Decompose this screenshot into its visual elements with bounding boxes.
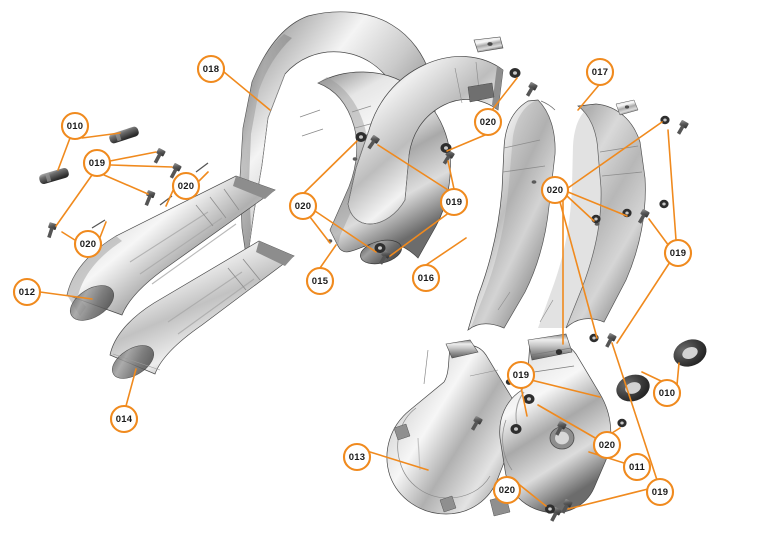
callout-circle[interactable]	[171, 171, 201, 201]
callout-015[interactable]: 015	[305, 266, 335, 296]
callout-label: 020	[178, 181, 194, 192]
callout-bubbles[interactable]: 010 019 020 020 012 014 018 020 015 016 020 019 017 0…	[12, 54, 693, 507]
callout-010[interactable]: 010	[652, 378, 682, 408]
callout-018[interactable]: 018	[196, 54, 226, 84]
callout-circle[interactable]	[82, 148, 112, 178]
callout-label: 020	[295, 201, 311, 212]
callout-label: 020	[599, 440, 615, 451]
callout-010[interactable]: 010	[60, 111, 90, 141]
callout-label: 017	[592, 67, 608, 78]
callout-label: 014	[116, 414, 133, 425]
callout-label: 010	[659, 388, 675, 399]
part-016-heat-shield-center[interactable]	[467, 99, 556, 331]
callout-circle[interactable]	[622, 452, 652, 482]
callout-label: 016	[418, 273, 434, 284]
callout-circle[interactable]	[492, 475, 522, 505]
callout-circle[interactable]	[12, 277, 42, 307]
callout-014[interactable]: 014	[109, 404, 139, 434]
callout-circle[interactable]	[592, 430, 622, 460]
callout-label: 020	[547, 185, 563, 196]
part-013-exhaust-manifold-left[interactable]	[386, 339, 519, 515]
part-012-heat-shield-upper-left[interactable]	[64, 175, 276, 328]
callout-label: 012	[19, 287, 35, 298]
callout-circle[interactable]	[288, 191, 318, 221]
callout-circle[interactable]	[196, 54, 226, 84]
callout-label: 019	[89, 158, 105, 169]
callout-020[interactable]: 020	[592, 430, 622, 460]
part-elbow-duct-main	[347, 56, 504, 225]
callout-label: 019	[670, 248, 686, 259]
part-014-heat-shield-lower-left[interactable]	[107, 240, 295, 385]
callout-label: 019	[446, 197, 462, 208]
callout-label: 015	[312, 276, 329, 287]
callout-label: 020	[480, 117, 496, 128]
callout-circle[interactable]	[652, 378, 682, 408]
callout-circle[interactable]	[342, 442, 372, 472]
callout-circle[interactable]	[411, 263, 441, 293]
callout-circle[interactable]	[540, 175, 570, 205]
callout-label: 010	[67, 121, 83, 132]
callout-020[interactable]: 020	[473, 107, 503, 137]
callout-label: 011	[629, 462, 645, 473]
callout-label: 018	[203, 64, 219, 75]
callout-circle[interactable]	[473, 107, 503, 137]
callout-011[interactable]: 011	[622, 452, 652, 482]
callout-020[interactable]: 020	[492, 475, 522, 505]
callout-020[interactable]: 020	[540, 175, 570, 205]
callout-020[interactable]: 020	[288, 191, 318, 221]
callout-circle[interactable]	[60, 111, 90, 141]
callout-020[interactable]: 020	[171, 171, 201, 201]
callout-019[interactable]: 019	[506, 360, 536, 390]
callout-016[interactable]: 016	[411, 263, 441, 293]
callout-circle[interactable]	[585, 57, 615, 87]
callout-019[interactable]: 019	[82, 148, 112, 178]
hardware-020-spacers	[91, 68, 670, 514]
callout-circle[interactable]	[439, 187, 469, 217]
callout-013[interactable]: 013	[342, 442, 372, 472]
parts-artwork	[39, 11, 707, 522]
callout-circle[interactable]	[305, 266, 335, 296]
callout-label: 019	[513, 370, 529, 381]
callout-circle[interactable]	[645, 477, 675, 507]
callout-017[interactable]: 017	[585, 57, 615, 87]
callout-019[interactable]: 019	[645, 477, 675, 507]
callout-label: 020	[80, 239, 96, 250]
callout-012[interactable]: 012	[12, 277, 42, 307]
callout-label: 013	[349, 452, 365, 463]
leader-lines	[39, 71, 680, 510]
callout-label: 020	[499, 485, 515, 496]
callout-019[interactable]: 019	[663, 238, 693, 268]
part-018-mount-tab	[473, 36, 504, 53]
callout-circle[interactable]	[109, 404, 139, 434]
callout-circle[interactable]	[73, 229, 103, 259]
callout-020[interactable]: 020	[73, 229, 103, 259]
callout-label: 019	[652, 487, 668, 498]
callout-019[interactable]: 019	[439, 187, 469, 217]
callout-circle[interactable]	[663, 238, 693, 268]
callout-circle[interactable]	[506, 360, 536, 390]
